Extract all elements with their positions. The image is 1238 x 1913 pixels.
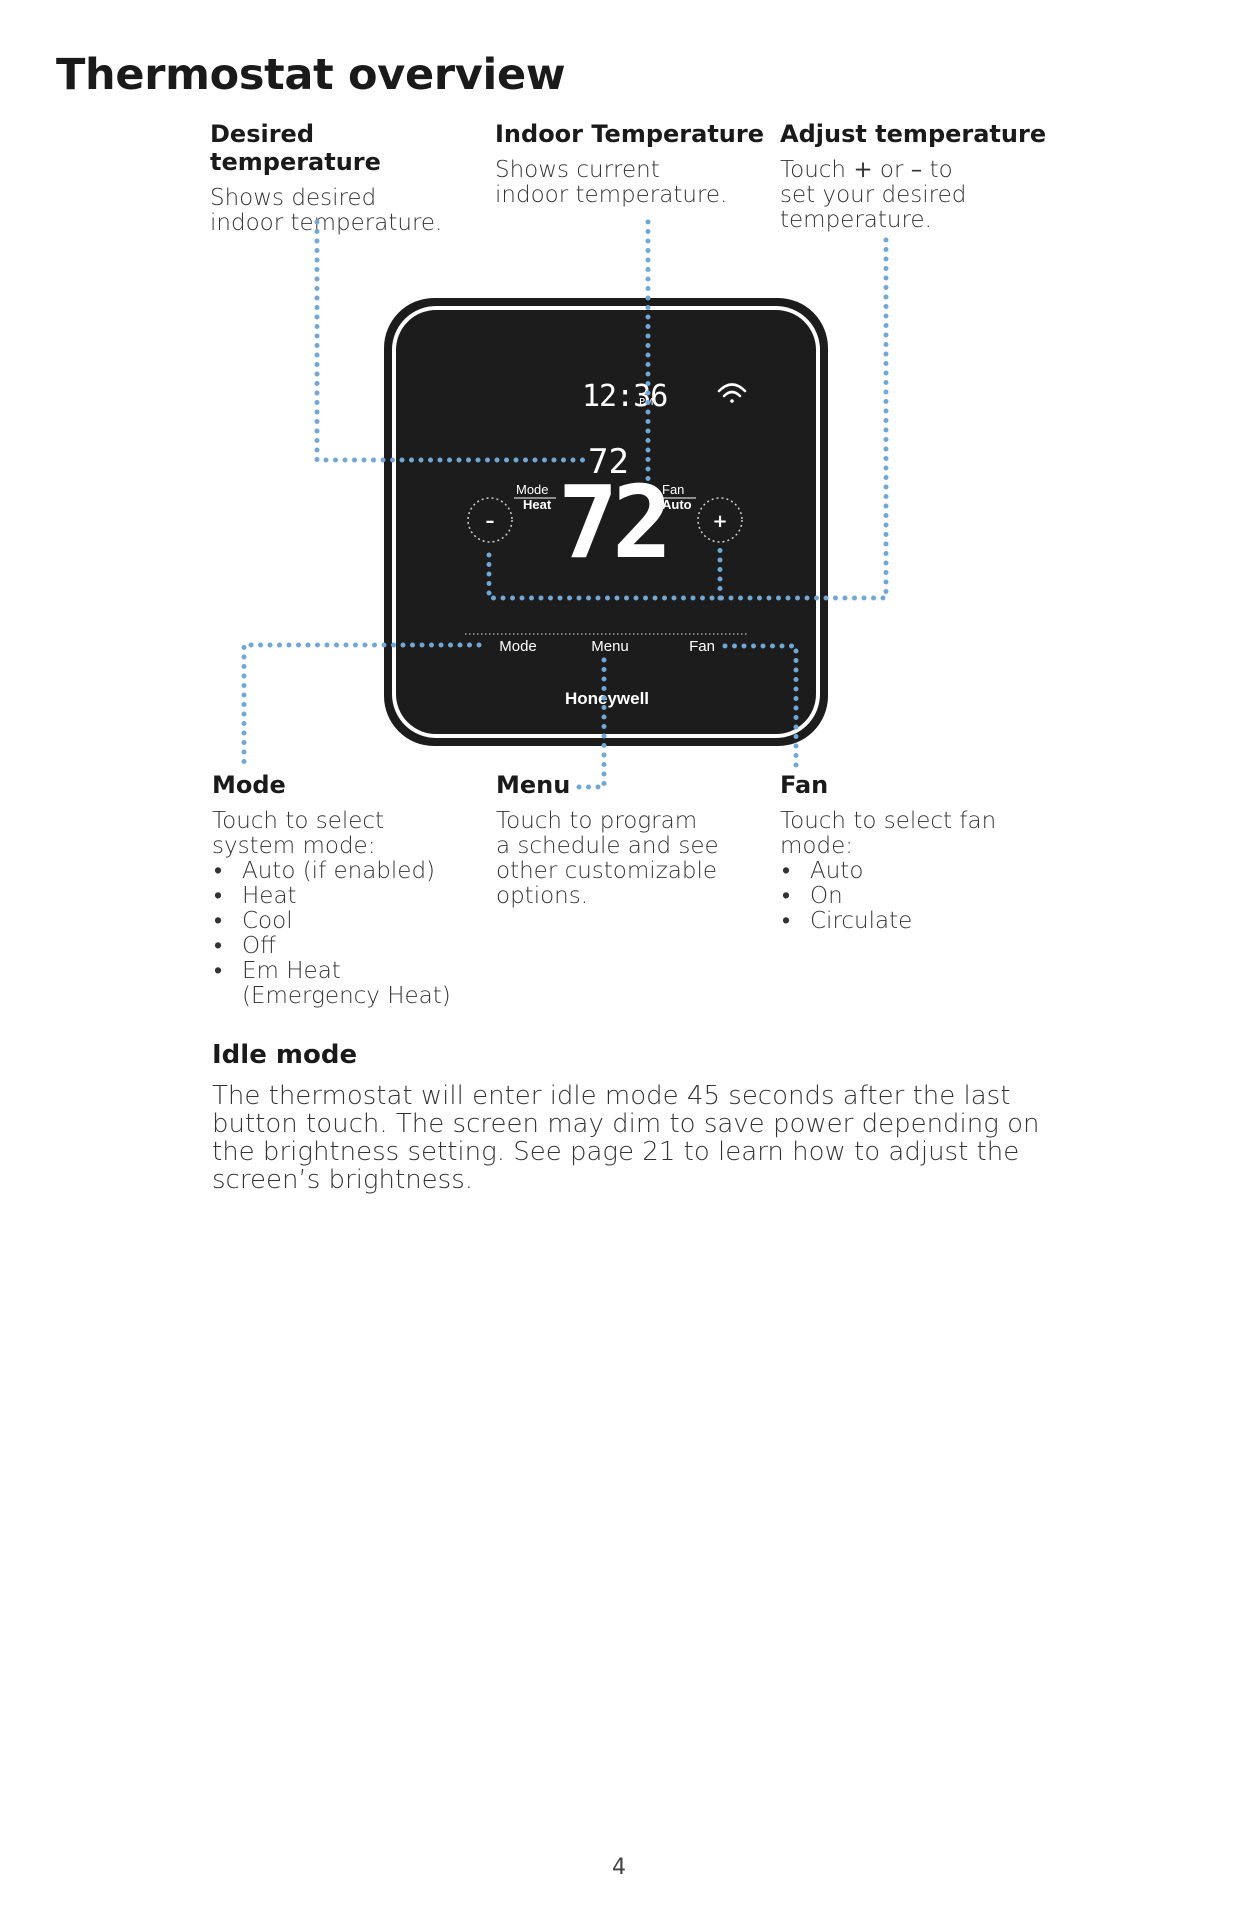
callout-fan: Fan Touch to select fan mode: Auto On Ci… (780, 771, 1050, 934)
fan-list: Auto On Circulate (780, 859, 1050, 935)
page-title: Thermostat overview (56, 50, 566, 100)
honeywell-logo: Honeywell (565, 689, 649, 708)
list-item: Circulate (780, 909, 1050, 935)
callout-title: Mode (212, 771, 286, 799)
list-item: Off (212, 934, 482, 960)
menu-soft-key[interactable]: Menu (591, 638, 629, 655)
idle-mode-text: The thermostat will enter idle mode 45 s… (212, 1081, 1040, 1195)
desired-temperature-display: 72 (558, 464, 666, 581)
callout-text-part: Touch (780, 157, 854, 183)
callout-text: Shows desired indoor temperature. (210, 185, 443, 236)
minus-icon: – (486, 511, 495, 532)
fan-status-value: Auto (662, 497, 692, 512)
leader-adjust-temperature (486, 237, 889, 601)
list-item: Cool (212, 909, 482, 935)
list-item-note: (Emergency Heat) (242, 983, 451, 1009)
callout-mode: Mode Touch to select system mode: Auto (… (212, 771, 482, 1009)
callout-text-part: or (872, 157, 911, 183)
callout-text: Touch + or – to set your desired tempera… (780, 158, 1050, 233)
callout-adjust-temperature: Adjust temperature Touch + or – to set y… (780, 120, 1050, 233)
page-number: 4 (612, 1855, 626, 1880)
callout-title: Fan (780, 771, 829, 799)
mode-status-value: Heat (523, 497, 552, 512)
leader-mode (241, 642, 482, 768)
minus-button[interactable]: – (467, 497, 513, 543)
callout-title: Adjust temperature (780, 120, 1047, 148)
indoor-temperature-display: 72 (588, 442, 629, 482)
callout-indoor-temperature: Indoor Temperature Shows current indoor … (495, 120, 765, 208)
fan-soft-key[interactable]: Fan (689, 638, 715, 655)
callout-desired-temperature: Desired temperature Shows desired indoor… (210, 120, 480, 236)
plus-icon: + (712, 511, 727, 532)
callout-title: Indoor Temperature (495, 120, 764, 148)
mode-status-label: Mode (516, 482, 549, 497)
list-item: Heat (212, 884, 482, 910)
plus-symbol: + (853, 157, 873, 183)
callout-title: Desired temperature (210, 120, 381, 176)
plus-button[interactable]: + (697, 497, 743, 543)
list-item: Auto (if enabled) (212, 859, 482, 885)
minus-symbol: – (910, 157, 923, 183)
mode-list: Auto (if enabled) Heat Cool Off Em Heat(… (212, 859, 482, 1009)
callout-text: Touch to program a schedule and see othe… (496, 808, 719, 909)
list-item: On (780, 884, 1050, 910)
mode-soft-key[interactable]: Mode (499, 638, 537, 655)
callout-text: Shows current indoor temperature. (495, 157, 728, 208)
callout-text: Touch to select system mode: (212, 808, 385, 859)
clock-time: 12:36 (582, 379, 667, 414)
list-item-label: Em Heat (242, 958, 341, 984)
idle-mode-title: Idle mode (212, 1040, 358, 1070)
leader-desired-temperature (314, 219, 593, 463)
idle-mode-section: Idle mode The thermostat will enter idle… (212, 1040, 1072, 1194)
list-item: Em Heat(Emergency Heat) (212, 959, 482, 1009)
leader-fan (722, 643, 799, 773)
callout-menu: Menu Touch to program a schedule and see… (496, 771, 766, 909)
callout-text-part: to set your desired temperature. (780, 157, 967, 233)
callout-text: Touch to select fan mode: (780, 808, 997, 859)
wifi-icon (717, 383, 747, 403)
list-item: Auto (780, 859, 1050, 885)
callout-title: Menu (496, 771, 571, 799)
fan-status-label: Fan (662, 482, 684, 497)
